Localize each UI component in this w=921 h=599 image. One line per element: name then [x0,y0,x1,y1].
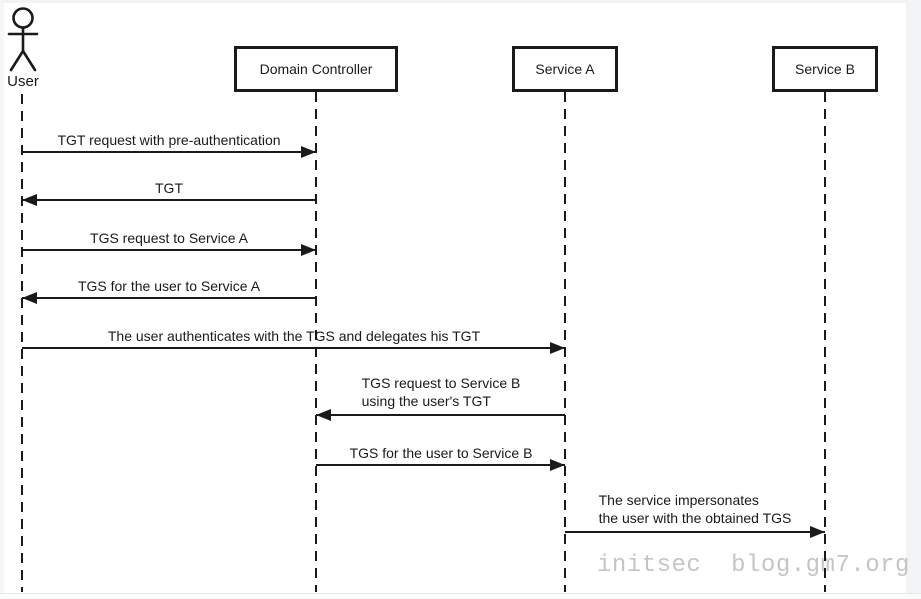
page-edge-right [906,0,921,599]
message-label-5: The user authenticates with the TGS and … [107,328,481,344]
participant-label-service-b: Service B [795,61,855,77]
message-label-6: TGS request to Service B using the user'… [362,374,521,410]
participant-label-domain-controller: Domain Controller [259,61,373,77]
message-arrow-7 [316,459,565,471]
message-label-6-line-1: TGS request to Service B [361,375,521,391]
message-label-8-line-1: The service impersonates [598,492,759,508]
message-label-2: TGT [155,180,183,196]
message-label-8-line-2: the user with the obtained TGS [598,510,792,526]
participant-service-a: Service A [512,46,618,92]
page-edge-left [0,0,4,599]
message-arrow-4 [22,292,316,304]
message-arrow-5 [22,342,565,354]
message-label-3: TGS request to Service A [90,230,248,246]
message-label-6-line-2: using the user's TGT [361,393,491,409]
message-label-8: The service impersonates the user with t… [599,491,792,527]
message-arrow-6 [316,409,565,421]
lifeline-domain-controller [315,92,317,592]
lifeline-service-b [824,92,826,592]
message-arrow-8 [565,526,825,538]
message-label-7: TGS for the user to Service B [349,445,533,461]
lifeline-user [21,94,23,592]
watermark-text: initsec blog.gm7.org [597,552,910,579]
message-arrow-1 [22,146,316,158]
participant-domain-controller: Domain Controller [234,46,398,92]
page-edge-top [0,0,921,3]
message-arrow-3 [22,244,316,256]
page-edge-bottom [0,593,921,599]
participant-service-b: Service B [772,46,878,92]
message-arrow-2 [22,194,316,206]
lifeline-service-a [564,92,566,592]
participant-user: User [0,6,46,90]
message-label-1: TGT request with pre-authentication [57,132,281,148]
participant-label-user: User [7,73,39,90]
user-actor-icon [7,7,39,72]
message-label-4: TGS for the user to Service A [77,278,261,294]
participant-label-service-a: Service A [535,61,595,77]
